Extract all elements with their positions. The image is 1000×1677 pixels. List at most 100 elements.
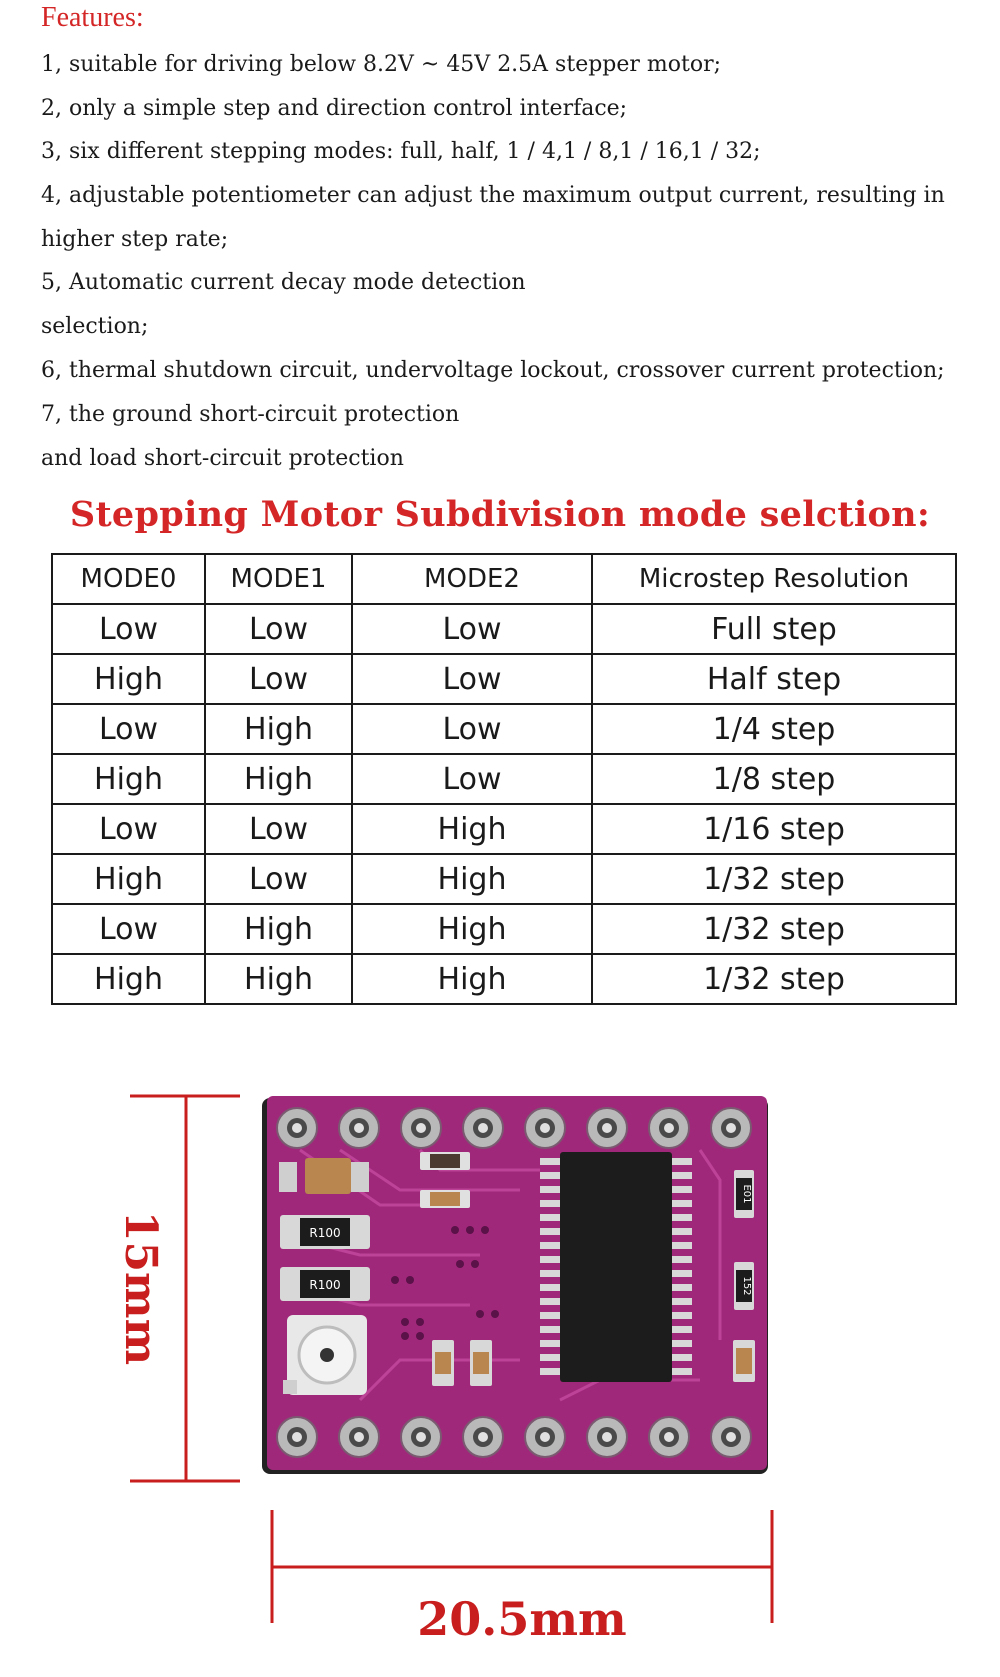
- feature-line: 6, thermal shutdown circuit, undervoltag…: [41, 358, 945, 383]
- table-row: High High Low 1/8 step: [51, 753, 957, 805]
- table-title: Stepping Motor Subdivision mode selction…: [69, 494, 931, 535]
- table-cell: Low: [351, 653, 593, 705]
- stepper-driver-board: R100 R100 E01: [262, 1096, 768, 1474]
- solder-pad: [351, 1162, 369, 1192]
- header-pin-tip: [292, 1123, 302, 1133]
- table-cell: Half step: [591, 653, 957, 705]
- chip-leg: [540, 1256, 562, 1263]
- feature-line: selection;: [41, 314, 149, 339]
- capacitor-body: [430, 1154, 460, 1168]
- table-cell: Low: [51, 703, 206, 755]
- table-cell: Low: [204, 653, 353, 705]
- header-pin-tip: [540, 1432, 550, 1442]
- table-cell: High: [204, 903, 353, 955]
- capacitor-body: [435, 1352, 451, 1374]
- table-row: Low High Low 1/4 step: [51, 703, 957, 755]
- chip-leg: [670, 1284, 692, 1291]
- driver-chip: [540, 1152, 692, 1382]
- chip-leg: [540, 1354, 562, 1361]
- chip-leg: [540, 1312, 562, 1319]
- feature-line: 1, suitable for driving below 8.2V ~ 45V…: [41, 52, 722, 77]
- features-heading: Features:: [41, 2, 144, 33]
- side-mark: E01: [741, 1184, 752, 1203]
- side-resistor: 152: [734, 1262, 754, 1310]
- chip-leg: [540, 1326, 562, 1333]
- capacitor-body: [430, 1192, 460, 1206]
- header-pin-tip: [416, 1432, 426, 1442]
- table-cell: High: [351, 803, 593, 855]
- chip-leg: [540, 1340, 562, 1347]
- chip-leg: [540, 1186, 562, 1193]
- resistor: R100: [280, 1215, 370, 1249]
- chip-leg: [670, 1172, 692, 1179]
- chip-leg: [540, 1172, 562, 1179]
- table-cell: High: [351, 853, 593, 905]
- mode-table: MODE0 MODE1 MODE2 Microstep Resolution L…: [51, 553, 957, 1005]
- feature-line: and load short-circuit protection: [41, 446, 404, 471]
- chip-leg: [540, 1214, 562, 1221]
- chip-leg: [670, 1270, 692, 1277]
- chip-leg: [540, 1200, 562, 1207]
- chip-leg: [670, 1354, 692, 1361]
- potentiometer: [283, 1315, 367, 1395]
- resistor-label: R100: [309, 1226, 340, 1240]
- vias: [391, 1226, 499, 1340]
- chip-leg: [670, 1298, 692, 1305]
- table-cell: High: [51, 953, 206, 1005]
- feature-line: 5, Automatic current decay mode detectio…: [41, 270, 526, 295]
- height-dimension: [130, 1094, 240, 1483]
- resistor: R100: [280, 1267, 370, 1301]
- chip-leg: [670, 1228, 692, 1235]
- table-cell: High: [204, 753, 353, 805]
- header-pin-tip: [416, 1123, 426, 1133]
- width-dimension: [270, 1510, 774, 1623]
- table-row: Low Low Low Full step: [51, 603, 957, 655]
- resistor-label: R100: [309, 1278, 340, 1292]
- header-cell-mode2: MODE2: [351, 553, 593, 605]
- side-mark: 152: [741, 1276, 752, 1295]
- chip-leg: [540, 1228, 562, 1235]
- table-cell: High: [351, 953, 593, 1005]
- feature-line: 2, only a simple step and direction cont…: [41, 96, 628, 121]
- header-pin-tip: [540, 1123, 550, 1133]
- table-row: High Low Low Half step: [51, 653, 957, 705]
- table-cell: High: [351, 903, 593, 955]
- chip-leg: [670, 1326, 692, 1333]
- chip-leg: [670, 1340, 692, 1347]
- table-row: High High High 1/32 step: [51, 953, 957, 1005]
- chip-leg: [540, 1368, 562, 1375]
- table-cell: 1/32 step: [591, 853, 957, 905]
- feature-line: 4, adjustable potentiometer can adjust t…: [41, 183, 945, 208]
- header-pin-tip: [602, 1432, 612, 1442]
- header-pin-tip: [664, 1432, 674, 1442]
- table-cell: 1/32 step: [591, 903, 957, 955]
- header-pin-tip: [602, 1123, 612, 1133]
- feature-line: 3, six different stepping modes: full, h…: [41, 139, 761, 164]
- chip-leg: [670, 1186, 692, 1193]
- table-cell: Low: [51, 903, 206, 955]
- table-row: Low Low High 1/16 step: [51, 803, 957, 855]
- table-cell: Low: [204, 603, 353, 655]
- capacitor-body: [473, 1352, 489, 1374]
- chip-leg: [540, 1158, 562, 1165]
- table-cell: High: [51, 753, 206, 805]
- feature-line: 7, the ground short-circuit protection: [41, 402, 460, 427]
- header-pin-tip: [354, 1432, 364, 1442]
- table-cell: Full step: [591, 603, 957, 655]
- chip-leg: [540, 1242, 562, 1249]
- header-cell-mode0: MODE0: [51, 553, 206, 605]
- chip-leg: [670, 1256, 692, 1263]
- height-label: 15mm: [115, 1211, 166, 1365]
- solder-pad: [279, 1162, 297, 1192]
- header-pin-tip: [292, 1432, 302, 1442]
- header-pin-tip: [478, 1123, 488, 1133]
- header-pin-tip: [726, 1123, 736, 1133]
- table-cell: 1/16 step: [591, 803, 957, 855]
- chip-leg: [670, 1200, 692, 1207]
- table-header-row: MODE0 MODE1 MODE2 Microstep Resolution: [51, 553, 957, 605]
- table-cell: Low: [51, 803, 206, 855]
- table-cell: 1/32 step: [591, 953, 957, 1005]
- chip-body: [560, 1152, 672, 1382]
- table-row: High Low High 1/32 step: [51, 853, 957, 905]
- table-cell: 1/8 step: [591, 753, 957, 805]
